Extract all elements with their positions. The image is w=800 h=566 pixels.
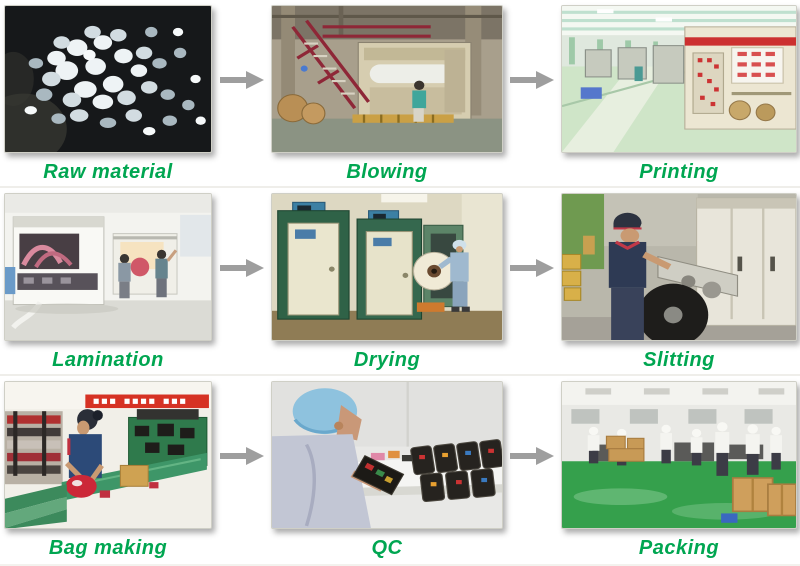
process-step-blowing: Blowing <box>268 0 506 186</box>
process-step-lamination: Lamination <box>0 188 216 374</box>
process-row-1: Raw material <box>0 0 800 188</box>
process-step-bag-making: Bag making <box>0 376 216 564</box>
step-label: Packing <box>638 537 720 559</box>
packing-photo-illustration <box>562 382 796 528</box>
printing-photo-illustration <box>562 6 796 152</box>
drying-photo <box>271 193 503 341</box>
slitting-photo-illustration <box>562 194 796 340</box>
drying-photo-illustration <box>272 194 502 340</box>
process-step-slitting: Slitting <box>558 188 800 374</box>
blowing-photo-illustration <box>272 6 502 152</box>
process-step-raw-material: Raw material <box>0 0 216 186</box>
step-label: Bag making <box>48 537 168 559</box>
blowing-photo <box>271 5 503 153</box>
step-label: Raw material <box>43 161 173 183</box>
arrow-zone <box>216 0 268 155</box>
arrow-right-icon <box>220 447 264 465</box>
process-step-drying: Drying <box>268 188 506 374</box>
step-label: Printing <box>639 161 719 183</box>
qc-photo-illustration <box>272 382 502 528</box>
step-label: Blowing <box>346 161 428 183</box>
step-label: Drying <box>353 349 421 371</box>
process-step-packing: Packing <box>558 376 800 564</box>
printing-photo <box>561 5 797 153</box>
arrow-right-icon <box>510 71 554 89</box>
slitting-photo <box>561 193 797 341</box>
arrow-zone <box>216 188 268 343</box>
raw-material-photo-illustration <box>5 6 211 152</box>
lamination-photo <box>4 193 212 341</box>
arrow-zone <box>506 376 558 531</box>
arrow-right-icon <box>510 447 554 465</box>
bag-making-photo-illustration <box>5 382 211 528</box>
qc-photo <box>271 381 503 529</box>
process-row-3: Bag making <box>0 376 800 566</box>
arrow-right-icon <box>220 71 264 89</box>
raw-material-photo <box>4 5 212 153</box>
step-label: QC <box>371 537 403 559</box>
packing-photo <box>561 381 797 529</box>
arrow-right-icon <box>510 259 554 277</box>
bag-making-photo <box>4 381 212 529</box>
process-row-2: Lamination <box>0 188 800 376</box>
arrow-zone <box>216 376 268 531</box>
arrow-zone <box>506 0 558 155</box>
step-label: Slitting <box>643 349 715 371</box>
arrow-zone <box>506 188 558 343</box>
step-label: Lamination <box>52 349 164 371</box>
process-step-printing: Printing <box>558 0 800 186</box>
arrow-right-icon <box>220 259 264 277</box>
process-step-qc: QC <box>268 376 506 564</box>
lamination-photo-illustration <box>5 194 211 340</box>
